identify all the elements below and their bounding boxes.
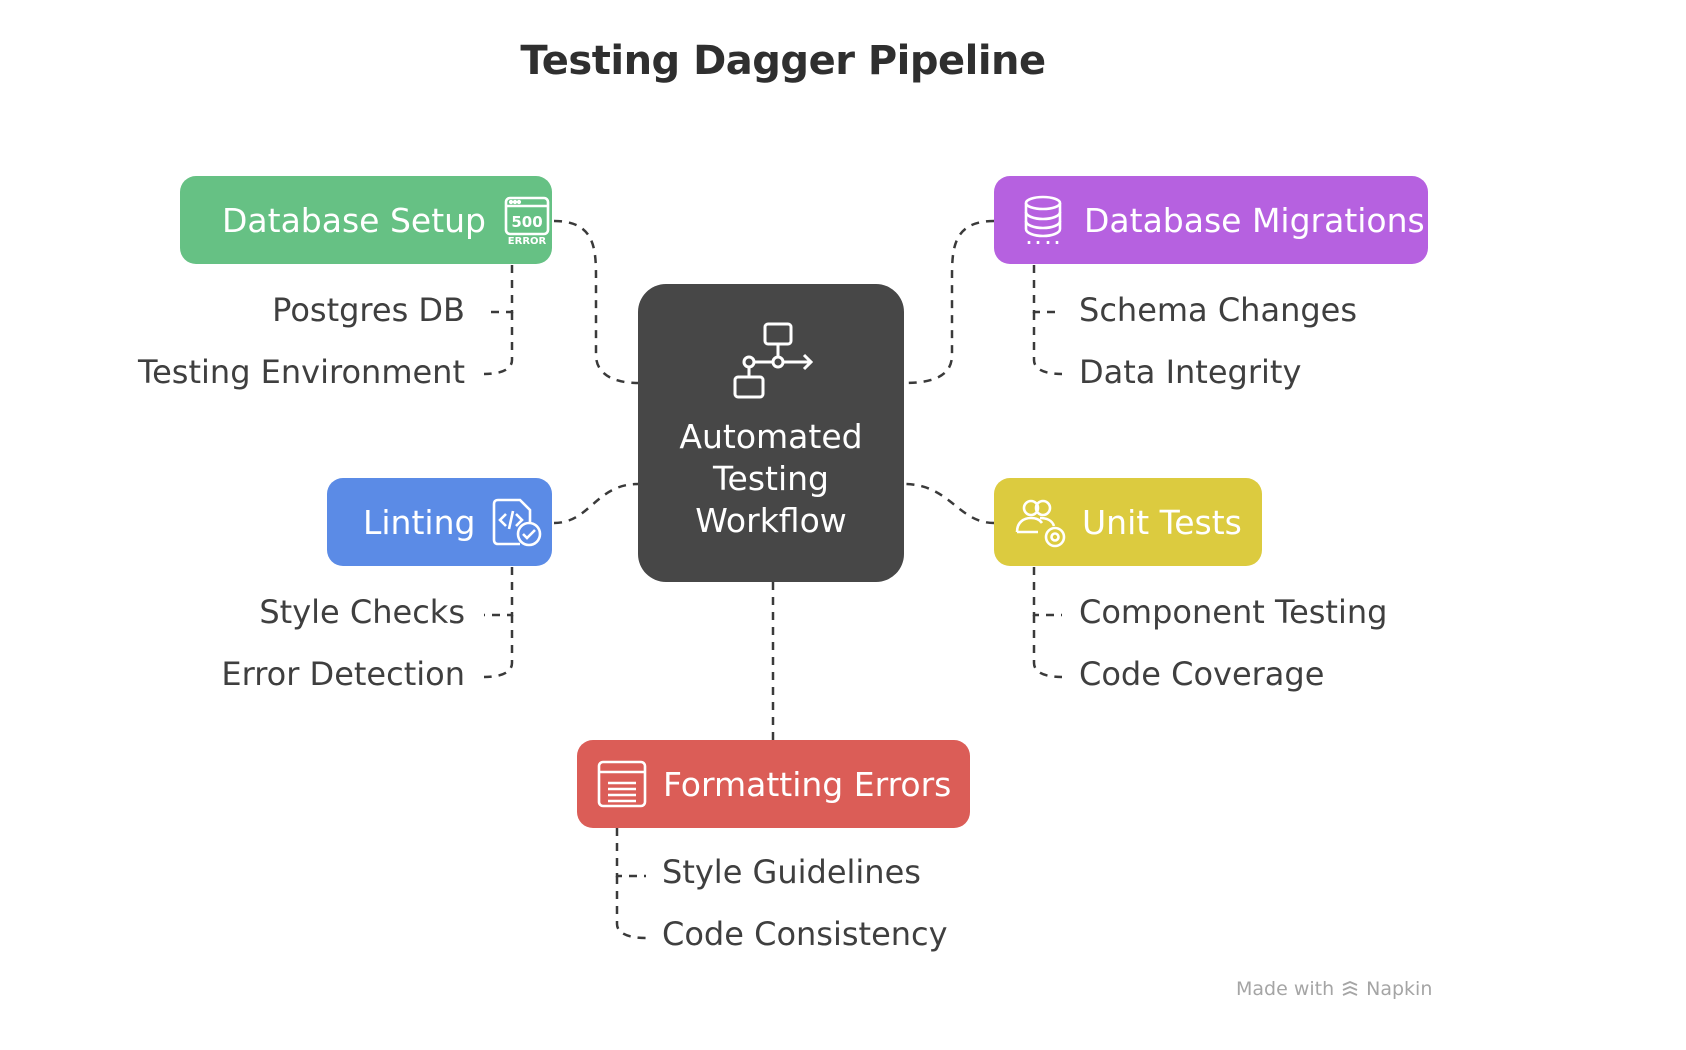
connector-linting (553, 482, 639, 525)
connector-style-checks (484, 567, 514, 617)
unit-tests-node: Unit Tests (994, 478, 1262, 566)
server-500-error-icon: 500 ERROR (502, 193, 552, 247)
linting-label: Linting (363, 502, 476, 542)
center-label-line-2: Testing (712, 459, 829, 498)
document-lines-icon (595, 757, 649, 811)
connector-database-setup (553, 219, 639, 385)
connector-code-consistency (615, 876, 647, 940)
formatting-errors-node: Formatting Errors (577, 740, 970, 828)
database-migrations-label: Database Migrations (1084, 200, 1425, 240)
sub-item-style-guidelines: Style Guidelines (662, 853, 921, 891)
connector-style-guidelines (615, 828, 646, 878)
database-migrations-node: Database Migrations (994, 176, 1428, 264)
database-setup-node: Database Setup 500 ERROR (180, 176, 552, 264)
sub-item-error-detection: Error Detection (221, 655, 465, 693)
unit-tests-label: Unit Tests (1082, 502, 1242, 542)
connector-testing-environment (483, 312, 514, 376)
workflow-icon (733, 322, 813, 399)
connector-data-integrity (1032, 312, 1063, 376)
code-check-icon (489, 495, 543, 549)
center-label-line-3: Workflow (695, 501, 847, 540)
center-node-automated-testing-workflow: Automated Testing Workflow (638, 284, 904, 582)
connector-postgres-db (484, 265, 514, 314)
sub-item-data-integrity: Data Integrity (1079, 353, 1302, 391)
diagram-title: Testing Dagger Pipeline (520, 38, 1046, 84)
sub-item-style-checks: Style Checks (259, 593, 465, 631)
database-setup-label: Database Setup (222, 200, 486, 240)
connector-error-detection (483, 615, 514, 679)
center-label-line-1: Automated (679, 417, 863, 456)
users-settings-icon (1014, 495, 1068, 549)
sub-item-testing-environment: Testing Environment (138, 353, 465, 391)
linting-node: Linting (327, 478, 552, 566)
made-with-napkin-watermark: Made with Napkin (1236, 978, 1432, 1000)
center-node-label: Automated Testing Workflow (638, 416, 904, 542)
connector-schema-changes (1032, 265, 1062, 314)
connector-component-testing (1032, 567, 1062, 617)
napkin-logo-icon (1342, 981, 1358, 996)
made-with-text: Made with (1236, 978, 1335, 1000)
connector-database-migrations (903, 219, 995, 385)
napkin-brand-text: Napkin (1366, 978, 1433, 1000)
sub-item-postgres-db: Postgres DB (272, 291, 465, 329)
svg-text:500: 500 (511, 213, 542, 231)
sub-item-schema-changes: Schema Changes (1079, 291, 1358, 329)
database-icon (1016, 193, 1070, 247)
connector-code-coverage (1032, 615, 1063, 679)
sub-item-code-consistency: Code Consistency (662, 915, 948, 953)
connector-unit-tests (903, 482, 995, 525)
svg-text:ERROR: ERROR (508, 236, 547, 246)
sub-item-component-testing: Component Testing (1079, 593, 1388, 631)
sub-item-code-coverage: Code Coverage (1079, 655, 1325, 693)
formatting-errors-label: Formatting Errors (663, 764, 952, 804)
